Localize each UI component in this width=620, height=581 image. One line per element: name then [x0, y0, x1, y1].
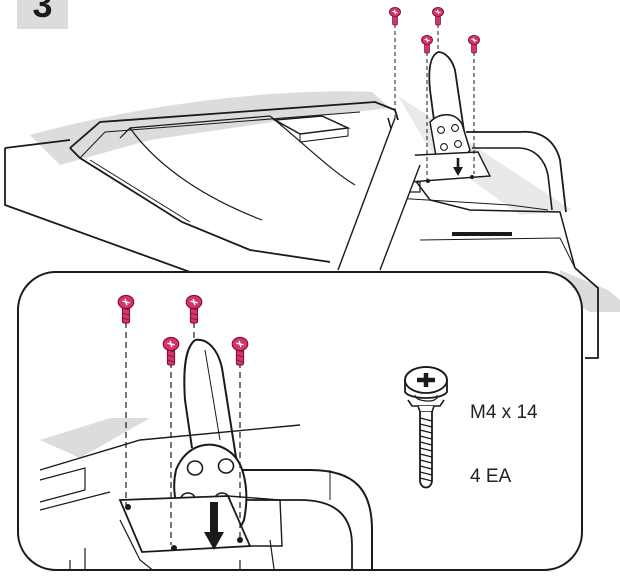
screw-icon [389, 6, 401, 26]
step-number: 3 [32, 0, 53, 25]
screw-icon [468, 34, 480, 54]
screw-icon [432, 6, 444, 26]
tv-overview [4, 6, 620, 359]
step-number-badge: 3 [17, 0, 68, 29]
screw-icon [421, 34, 433, 54]
phillips-screw-icon [404, 366, 448, 489]
screw-quantity-label: 4 EA [470, 466, 512, 487]
zoom-callout [17, 117, 583, 571]
screw-size-label: M4 x 14 [470, 402, 538, 423]
